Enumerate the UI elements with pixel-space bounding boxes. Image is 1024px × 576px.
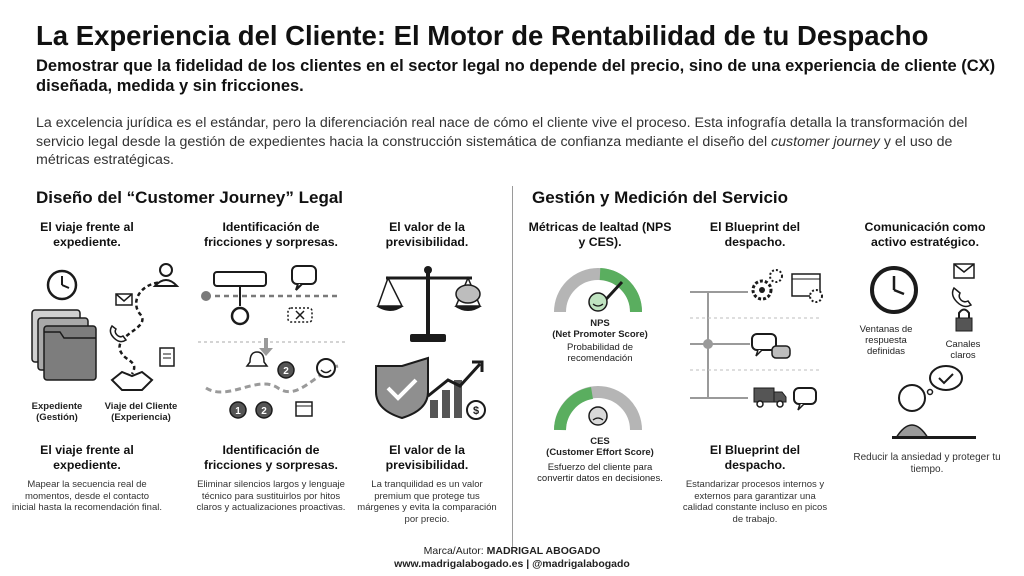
friction-illustration: 1 2 2 bbox=[198, 265, 348, 419]
handshake-icon bbox=[110, 370, 154, 391]
phone-icon bbox=[951, 286, 973, 308]
summary-heading: El valor de la previsibilidad. bbox=[385, 443, 469, 472]
col-heading: Identificación de fricciones y sorpresas… bbox=[204, 220, 338, 249]
label-ventanas-respuesta: Ventanas de respuesta definidas bbox=[859, 324, 913, 357]
journey-illustration bbox=[31, 263, 180, 391]
blueprint-illustration bbox=[690, 269, 823, 411]
sad-face-icon bbox=[588, 406, 608, 426]
mail-icon bbox=[115, 293, 133, 306]
col-heading: El Blueprint del despacho. bbox=[709, 220, 801, 249]
section-divider bbox=[512, 186, 513, 548]
nps-gauge bbox=[554, 268, 643, 313]
ces-full-label: (Customer Effort Score) bbox=[546, 447, 654, 458]
scales-icon bbox=[376, 266, 482, 342]
folder-stack-icon bbox=[31, 309, 97, 381]
col-heading: Comunicación como activo estratégico. bbox=[864, 220, 986, 249]
shield-check-icon bbox=[375, 356, 429, 420]
lock-icon bbox=[955, 308, 973, 332]
footer-brand-name: MADRIGAL ABOGADO bbox=[486, 545, 601, 557]
summary-heading: El viaje frente al expediente. bbox=[40, 443, 134, 472]
thought-bubble-icon bbox=[926, 365, 963, 396]
col-metrics-heading: Métricas de lealtad (NPS y CES). bbox=[525, 220, 675, 250]
user-icon bbox=[152, 263, 180, 287]
col-heading: El valor de la previsibilidad. bbox=[385, 220, 469, 249]
speech-bubble-icon bbox=[291, 265, 317, 291]
chat-bubbles-icon bbox=[751, 333, 791, 359]
gears-icon bbox=[751, 269, 783, 301]
summary-body: Eliminar silencios largos y lenguaje téc… bbox=[196, 479, 346, 513]
friction-summary: Identificación de fricciones y sorpresas… bbox=[196, 443, 346, 514]
col-blueprint-heading: El Blueprint del despacho. bbox=[680, 220, 830, 250]
broken-link-icon bbox=[287, 307, 313, 323]
clock-icon bbox=[870, 266, 918, 314]
timeline-number-1: 1 bbox=[235, 406, 241, 417]
summary-body: Estandarizar procesos internos y externo… bbox=[682, 479, 828, 525]
col-communication-heading: Comunicación como activo estratégico. bbox=[850, 220, 1000, 250]
intro-text-1: La excelencia jurídica es el estándar, p… bbox=[36, 115, 968, 150]
col-friction-heading: Identificación de fricciones y sorpresas… bbox=[196, 220, 346, 250]
summary-body: La tranquilidad es un valor premium que … bbox=[357, 479, 497, 525]
calendar-icon bbox=[295, 401, 313, 417]
col-journey-heading: El viaje frente al expediente. bbox=[12, 220, 162, 250]
ces-description: Esfuerzo del cliente para convertir dato… bbox=[537, 462, 663, 484]
intro-text-2: y el uso de métricas estratégicas. bbox=[36, 133, 953, 169]
footer-brand: Marca/Autor: MADRIGAL ABOGADO bbox=[0, 545, 1024, 557]
label-expediente: Expediente (Gestión) bbox=[31, 401, 83, 423]
summary-heading: Identificación de fricciones y sorpresas… bbox=[204, 443, 338, 472]
footer-links[interactable]: www.madrigalabogado.es | @madrigalabogad… bbox=[394, 558, 630, 570]
svg-text:$: $ bbox=[473, 405, 479, 417]
timeline-dot-1: 1 bbox=[229, 401, 247, 419]
ces-label: CES bbox=[590, 436, 610, 447]
browser-window-icon bbox=[791, 273, 823, 303]
timeline-number-3: 2 bbox=[283, 366, 289, 377]
summary-body: Mapear la secuencia real de momentos, de… bbox=[12, 479, 162, 513]
document-icon bbox=[159, 347, 175, 367]
message-icon bbox=[793, 387, 817, 411]
brain-icon bbox=[455, 284, 481, 304]
page-title: La Experiencia del Cliente: El Motor de … bbox=[36, 20, 929, 51]
timeline-number-2: 2 bbox=[261, 406, 267, 417]
blueprint-summary: El Blueprint del despacho. Estandarizar … bbox=[680, 443, 830, 525]
summary-body: Reducir la ansiedad y proteger tu tiempo… bbox=[853, 452, 1001, 475]
summary-heading: El Blueprint del despacho. bbox=[709, 443, 801, 472]
clock-icon bbox=[46, 269, 78, 301]
happy-face-icon bbox=[588, 292, 608, 312]
col-heading: Métricas de lealtad (NPS y CES). bbox=[528, 220, 672, 249]
truck-icon bbox=[753, 387, 787, 408]
col-heading: El viaje frente al expediente. bbox=[40, 220, 134, 249]
phone-icon bbox=[109, 324, 128, 343]
ces-gauge bbox=[554, 386, 642, 431]
predictability-summary: El valor de la previsibilidad. La tranqu… bbox=[352, 443, 502, 525]
envelope-icon bbox=[953, 263, 975, 279]
predictability-illustration: $ bbox=[375, 266, 486, 420]
smiley-icon bbox=[316, 358, 336, 378]
calm-person-icon bbox=[892, 384, 976, 439]
nps-full-label: (Net Promoter Score) bbox=[552, 329, 648, 340]
left-section-title: Diseño del “Customer Journey” Legal bbox=[36, 188, 344, 207]
label-canales-claros: Canales claros bbox=[945, 339, 981, 361]
nps-description: Probabilidad de recomendación bbox=[566, 342, 634, 364]
communication-summary: Reducir la ansiedad y proteger tu tiempo… bbox=[852, 446, 1002, 476]
col-predictability-heading: El valor de la previsibilidad. bbox=[352, 220, 502, 250]
bell-icon bbox=[245, 351, 269, 367]
journey-summary: El viaje frente al expediente. Mapear la… bbox=[12, 443, 162, 514]
communication-illustration bbox=[870, 263, 976, 439]
intro-paragraph: La excelencia jurídica es el estándar, p… bbox=[36, 114, 996, 170]
nps-label: NPS bbox=[590, 318, 610, 329]
intro-italic: customer journey bbox=[771, 133, 880, 150]
label-viaje-cliente: Viaje del Cliente (Experiencia) bbox=[104, 401, 178, 423]
page-subtitle: Demostrar que la fidelidad de los client… bbox=[36, 57, 996, 95]
footer-brand-prefix: Marca/Autor: bbox=[423, 545, 487, 557]
growth-chart-icon: $ bbox=[427, 360, 486, 420]
right-section-title: Gestión y Medición del Servicio bbox=[532, 188, 789, 207]
